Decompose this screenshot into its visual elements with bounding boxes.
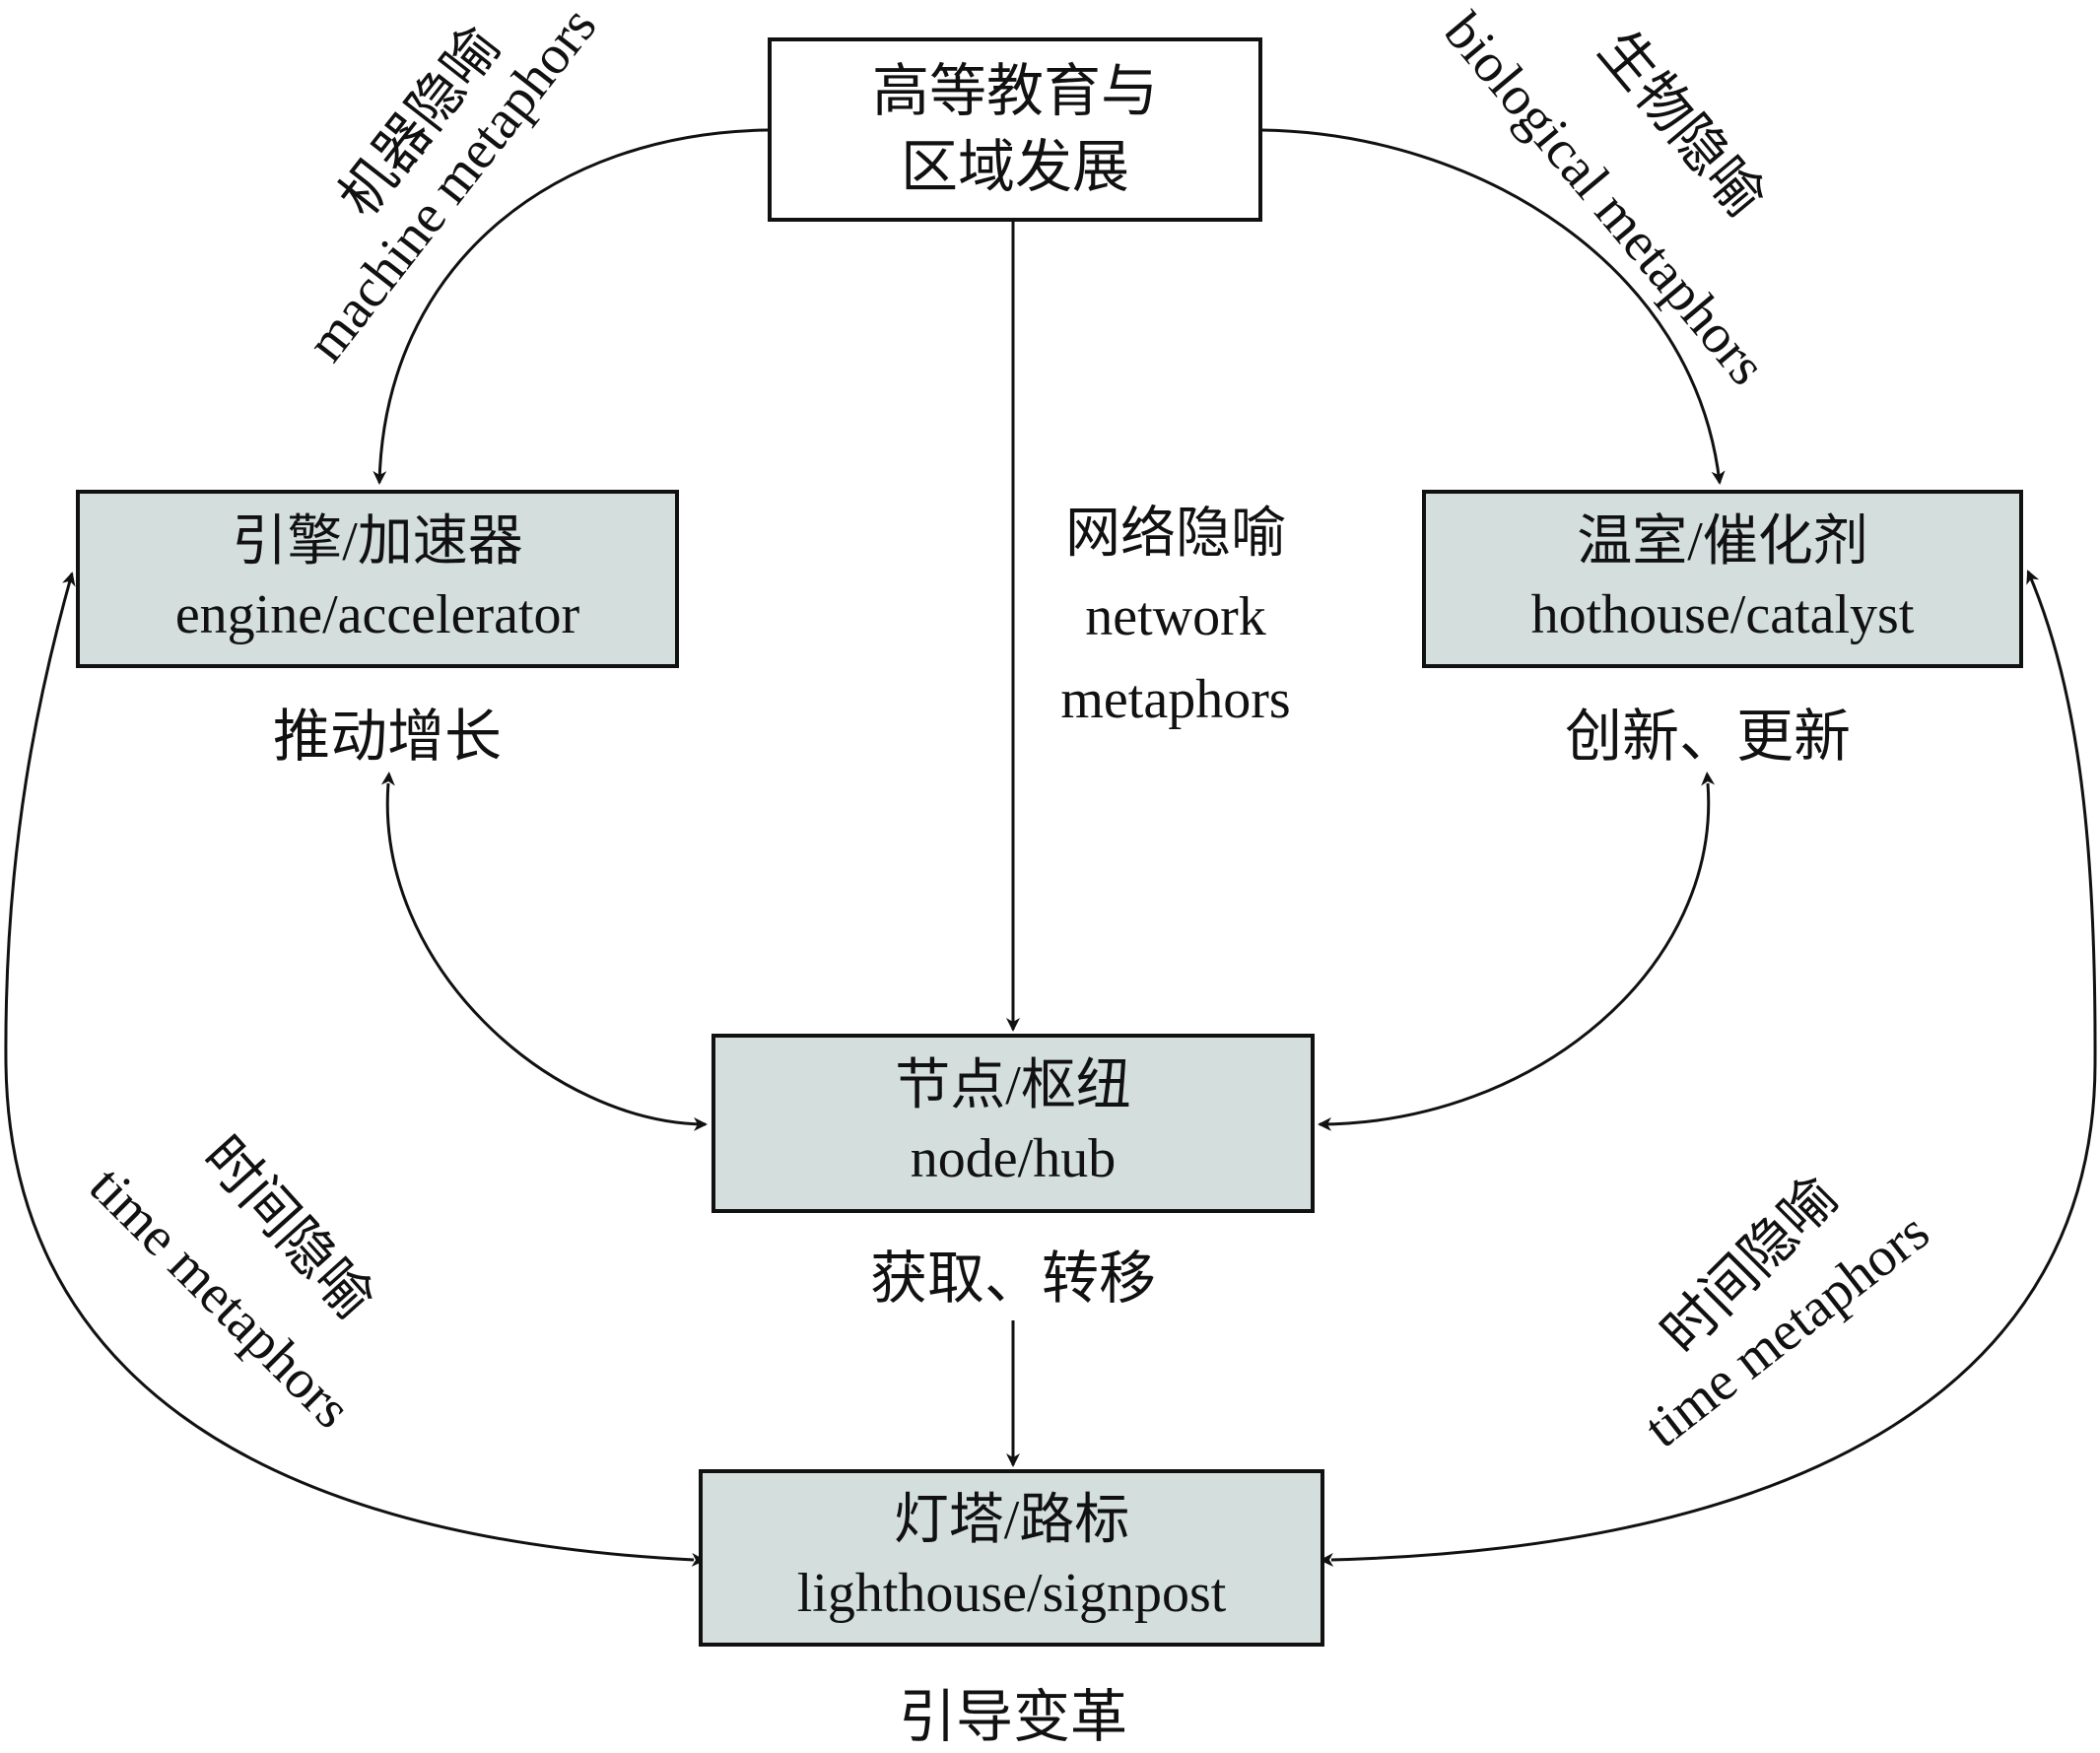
hothouse-hub-double-arrow (1318, 772, 1716, 1131)
engine-zh: 引擎/加速器 (232, 510, 523, 573)
time-right-double-arrow (1320, 570, 2097, 1567)
lighthouse-caption: 引导变革 (898, 1685, 1128, 1749)
lighthouse-zh: 灯塔/路标 (893, 1490, 1130, 1552)
hub-en: node/hub (910, 1128, 1117, 1189)
engine-caption: 推动增长 (272, 705, 503, 769)
root-node-higher-education: 高等教育与 区域发展 (768, 37, 1262, 222)
hothouse-caption: 创新、更新 (1564, 705, 1852, 769)
node-hothouse-catalyst: 温室/催化剂 hothouse/catalyst (1422, 490, 2023, 668)
hothouse-zh: 温室/催化剂 (1577, 510, 1868, 573)
hub-zh: 节点/枢纽 (895, 1055, 1131, 1117)
biological-arrow (1260, 128, 1726, 485)
machine-arrow (373, 128, 769, 485)
node-lighthouse-signpost: 灯塔/路标 lighthouse/signpost (699, 1469, 1324, 1647)
lighthouse-en: lighthouse/signpost (796, 1563, 1227, 1624)
node-engine-accelerator: 引擎/加速器 engine/accelerator (76, 490, 679, 668)
root-line-1: 高等教育与 (871, 58, 1158, 123)
network-metaphor-label: 网络隐喻 network metaphors (1060, 493, 1290, 741)
network-en-2: metaphors (1060, 669, 1291, 730)
engine-en: engine/accelerator (174, 583, 580, 645)
network-zh: 网络隐喻 (1065, 504, 1286, 565)
hub-caption: 获取、转移 (869, 1247, 1157, 1311)
network-en-1: network (1085, 586, 1266, 647)
engine-hub-double-arrow (380, 772, 708, 1131)
node-hub: 节点/枢纽 node/hub (711, 1034, 1315, 1213)
hothouse-en: hothouse/catalyst (1530, 583, 1915, 645)
time-left-double-arrow (4, 572, 706, 1567)
root-line-2: 区域发展 (900, 134, 1129, 199)
